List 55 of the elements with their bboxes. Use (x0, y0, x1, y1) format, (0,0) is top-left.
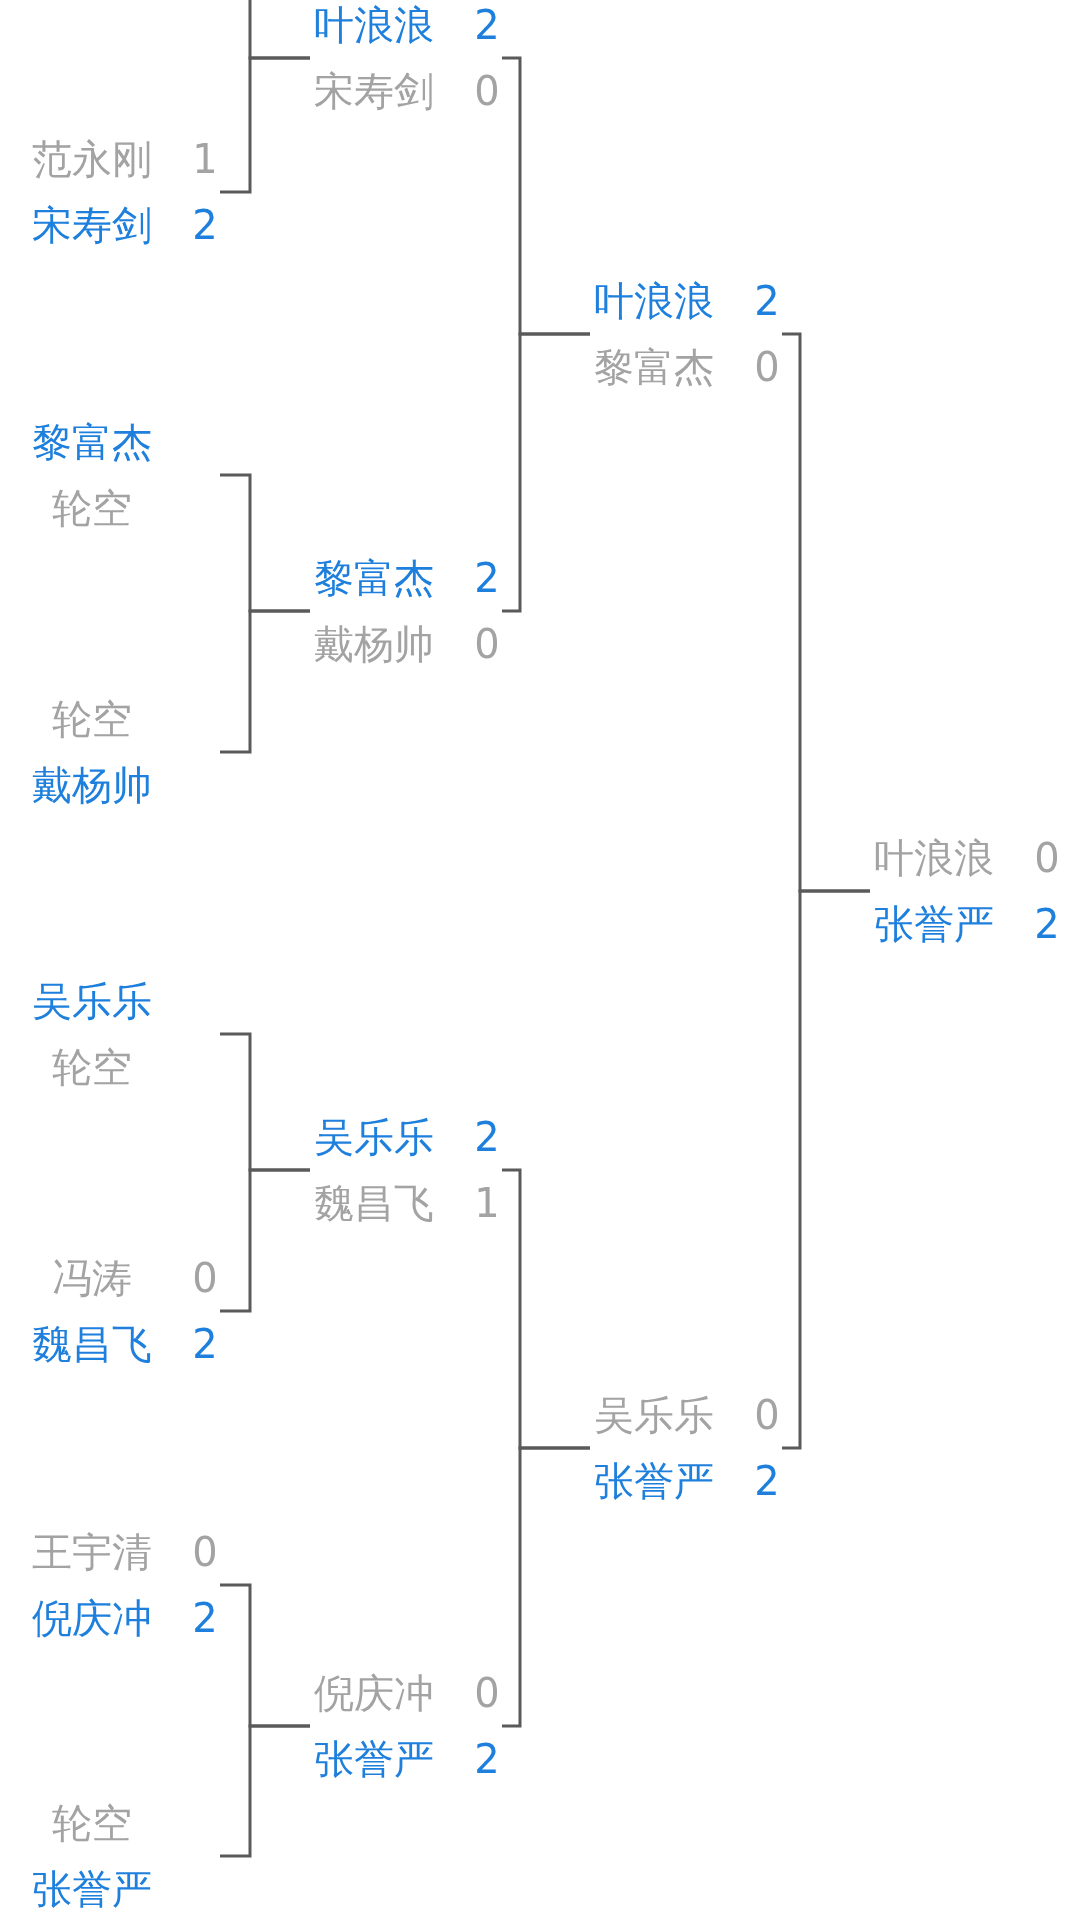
player-name: 黎富杰 (32, 419, 152, 465)
player-name: 范永刚 (32, 136, 152, 182)
match-score: 2 (754, 1458, 780, 1504)
player-name: 吴乐乐 (594, 1392, 714, 1438)
match-score: 1 (474, 1180, 500, 1226)
match-score: 2 (192, 1595, 218, 1641)
player-name: 张誉严 (594, 1458, 714, 1504)
match-score: 0 (474, 1670, 500, 1716)
match-score: 0 (192, 1255, 218, 1301)
player-name: 黎富杰 (314, 555, 434, 601)
player-name: 叶浪浪 (594, 278, 714, 324)
player-name: 叶浪浪 (314, 2, 434, 48)
player-name: 黎富杰 (594, 344, 714, 390)
bracket-line (220, 609, 310, 754)
player-name: 宋寿剑 (314, 68, 434, 114)
match-score: 0 (474, 621, 500, 667)
player-name: 倪庆冲 (32, 1595, 152, 1641)
match-score: 2 (1034, 901, 1060, 947)
match-score: 2 (474, 2, 500, 48)
match-score: 0 (754, 344, 780, 390)
player-name: 戴杨帅 (314, 621, 434, 667)
match-score: 2 (474, 1736, 500, 1782)
player-name: 倪庆冲 (314, 1670, 434, 1716)
player-name: 轮空 (52, 485, 132, 531)
match-score: 1 (192, 136, 218, 182)
player-name: 魏昌飞 (32, 1321, 152, 1367)
bracket-line (220, 1724, 310, 1858)
match-score: 0 (1034, 835, 1060, 881)
player-name: 轮空 (52, 696, 132, 742)
player-name: 宋寿剑 (32, 202, 152, 248)
bracket-line (502, 1446, 590, 1728)
match-score: 0 (754, 1392, 780, 1438)
match-score: 0 (474, 68, 500, 114)
player-name: 张誉严 (314, 1736, 434, 1782)
player-name: 魏昌飞 (314, 1180, 434, 1226)
player-name: 轮空 (52, 1044, 132, 1090)
bracket-line (782, 889, 870, 1450)
match-score: 0 (192, 1529, 218, 1575)
player-name: 王宇清 (32, 1529, 152, 1575)
player-name: 张誉严 (32, 1866, 152, 1912)
match-score: 2 (192, 202, 218, 248)
player-name: 吴乐乐 (314, 1114, 434, 1160)
match-score: 2 (754, 278, 780, 324)
player-name: 叶浪浪 (874, 835, 994, 881)
match-score: 2 (474, 1114, 500, 1160)
bracket-line (220, 1168, 310, 1313)
player-name: 戴杨帅 (32, 762, 152, 808)
player-name: 轮空 (52, 1800, 132, 1846)
player-name: 冯涛 (52, 1255, 132, 1301)
player-name: 张誉严 (874, 901, 994, 947)
match-score: 2 (192, 1321, 218, 1367)
bracket-line (220, 56, 310, 194)
player-name: 吴乐乐 (32, 978, 152, 1024)
bracket-line (502, 332, 590, 613)
match-score: 2 (474, 555, 500, 601)
